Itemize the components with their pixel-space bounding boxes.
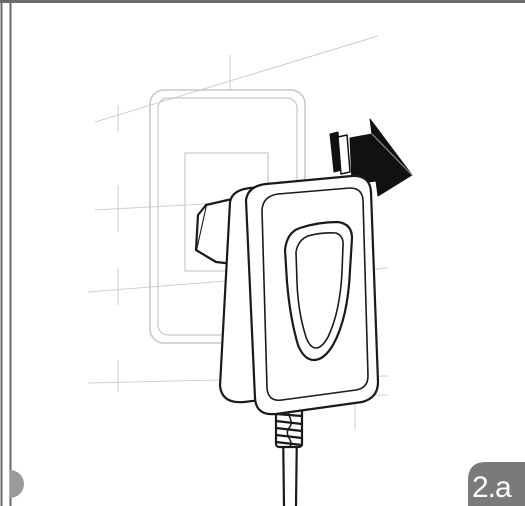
power-adapter-icon	[194, 174, 380, 506]
step-label: 2.a	[472, 471, 512, 504]
step-badge: 2.a	[468, 462, 525, 506]
